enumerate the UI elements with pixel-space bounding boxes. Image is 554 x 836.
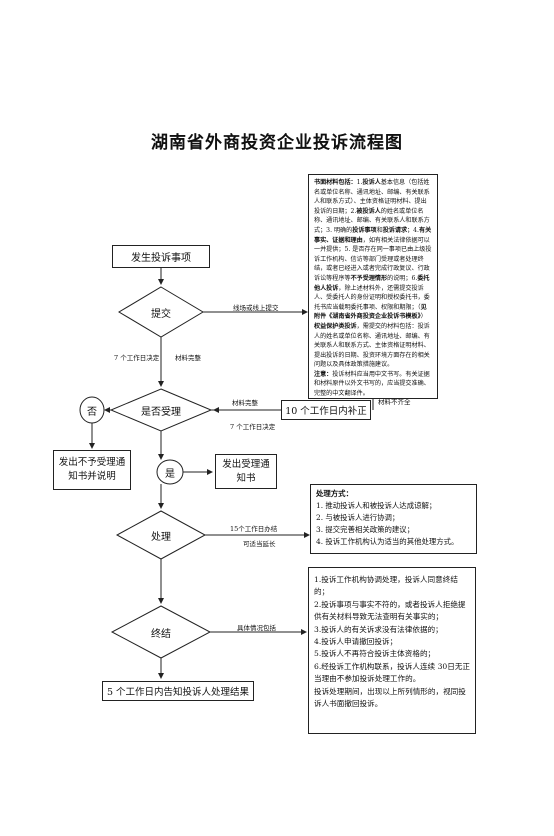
yes-node: 是 (158, 462, 182, 482)
endings-item: 3.投诉人的有关诉求没有法律依据的； (314, 624, 443, 634)
complete-label-a: 材料完整 (175, 354, 201, 362)
correction-node: 10 个工作日内补正 (281, 400, 371, 420)
methods-item: 3. 提交完善相关政策的建议； (316, 525, 415, 534)
days7-label-a: 7 个工作日决定 (114, 354, 160, 362)
materials-bold: 投诉事项 (352, 226, 377, 234)
materials-text: ；4. (407, 226, 419, 234)
situation-label: 具体情况包括 (237, 624, 276, 632)
materials-box: 书面材料包括：1.投诉人基本信息（包括姓名或单位名称、通讯地址、邮编、有关联系人… (308, 174, 438, 399)
materials-paragraph: 书面材料包括：1.投诉人基本信息（包括姓名或单位名称、通讯地址、邮编、有关联系人… (314, 178, 432, 370)
materials-bold: 投诉请求 (382, 226, 408, 234)
page-title: 湖南省外商投资企业投诉流程图 (151, 133, 403, 153)
materials-text: ，如有相关法律依据可以一并提供；5. 是否存在同一事项已由上级投诉工作机构、信访… (314, 236, 432, 282)
endings-item: 2.投诉事项与事实不符的，或者投诉人拒绝提供有关材料导致无法查明有关事实的； (314, 599, 466, 622)
start-label: 发生投诉事项 (131, 253, 191, 264)
note-text: 投诉材料应当用中文书写。有关证据和材料原件以外文书写的，应当提交准确、完整的中文… (314, 370, 430, 398)
endings-item: 4.投诉人申请撤回投诉； (314, 637, 398, 647)
methods-item: 2. 与被投诉人进行协调； (316, 513, 400, 522)
accept-label: 是否受理 (141, 406, 181, 418)
materials-text: 的说明；6. (387, 274, 418, 282)
end-label: 终结 (151, 628, 171, 640)
incomplete-label: 材料不齐全 (378, 398, 411, 406)
extend-label: 可适当延长 (243, 540, 276, 548)
materials-text: 和 (376, 226, 383, 234)
materials-text: ，需提交的材料包括：投诉人的姓名或单位名称、通讯地址、邮编、有关联系人和联系方式… (314, 322, 430, 369)
start-node: 发生投诉事项 (112, 245, 210, 268)
methods-item: 1. 推动投诉人和被投诉人达成谅解； (316, 501, 437, 510)
days15-label: 15个工作日办结 (230, 525, 278, 533)
materials-bold: 见附件《湖南省外商投资企业投诉书模板》 (314, 303, 427, 321)
materials-bold: 有关事实、证据和理由 (314, 226, 432, 244)
methods-item: 4. 投诉工作机构认为适当的其他处理方式。 (316, 537, 459, 546)
end-node: 终结 (131, 622, 191, 642)
materials-bold: 委托他人投诉 (314, 274, 430, 292)
endings-item: 5.投诉人不再符合投诉主体资格的； (314, 649, 436, 659)
materials-bold: 不予受理情形 (350, 274, 388, 282)
materials-text: 基本信息（包括姓名或单位名称、通讯地址、邮编、有关联系人和联系方式）、主体资格证… (314, 179, 430, 215)
correction-label: 10 个工作日内补正 (285, 406, 367, 417)
accept-notice-node: 发出受理通知书 (215, 454, 277, 489)
materials-bold: 投诉人 (362, 179, 381, 186)
accept-node: 是否受理 (126, 400, 196, 420)
materials-text: 的姓名或单位名称、通讯地址、邮编、有关联系人和联系方式；3. 明确的 (314, 207, 430, 234)
no-node: 否 (80, 400, 104, 420)
complete-label-b: 材料完整 (232, 399, 258, 407)
materials-text: 1. (356, 179, 363, 186)
reject-notice-label: 发出不予受理通知书并说明 (58, 457, 126, 482)
endings-note: 投诉处理期间，出现以上所列情形的，视同投 诉人书面撤回投诉。 (314, 686, 466, 709)
methods-heading: 处理方式： (316, 489, 353, 498)
methods-box: 处理方式： 1. 推动投诉人和被投诉人达成谅解； 2. 与被投诉人进行协调； 3… (310, 484, 477, 554)
submit-label: 提交 (151, 308, 171, 320)
submit-node: 提交 (131, 302, 191, 322)
yes-label: 是 (165, 468, 175, 480)
endings-item: 1.投诉工作机构协调处理，投诉人同意终结的； (314, 575, 458, 597)
handle-node: 处理 (131, 525, 191, 545)
note-heading: 注意： (314, 370, 333, 378)
materials-text: ） (420, 313, 427, 321)
materials-text: ，除上述材料外，还需提交投诉人、受委托人的身份证明和授权委托书，委托书应当载明委… (314, 284, 430, 311)
reject-notice-node: 发出不予受理通知书并说明 (53, 450, 131, 490)
handle-label: 处理 (151, 531, 171, 543)
materials-heading: 书面材料包括： (314, 179, 357, 186)
materials-note: 注意：投诉材料应当用中文书写。有关证据和材料原件以外文书写的，应当提交准确、完整… (314, 370, 432, 399)
final-label: 5 个工作日内告知投诉人处理结果 (106, 687, 250, 698)
online-label: 线场或线上提交 (233, 304, 279, 312)
endings-item: 6.经投诉工作机构联系，投诉人连续 30日无正当理由不参加投诉处理工作的。 (314, 661, 471, 684)
final-node: 5 个工作日内告知投诉人处理结果 (102, 681, 254, 701)
accept-notice-label: 发出受理通知书 (222, 458, 270, 484)
no-label: 否 (87, 406, 97, 418)
endings-box: 1.投诉工作机构协调处理，投诉人同意终结的； 2.投诉事项与事实不符的，或者投诉… (308, 567, 476, 734)
materials-bold: 权益保护类投诉 (314, 322, 357, 330)
days7-label-b: 7 个工作日决定 (230, 423, 276, 431)
materials-bold: 被投诉人 (356, 207, 381, 215)
